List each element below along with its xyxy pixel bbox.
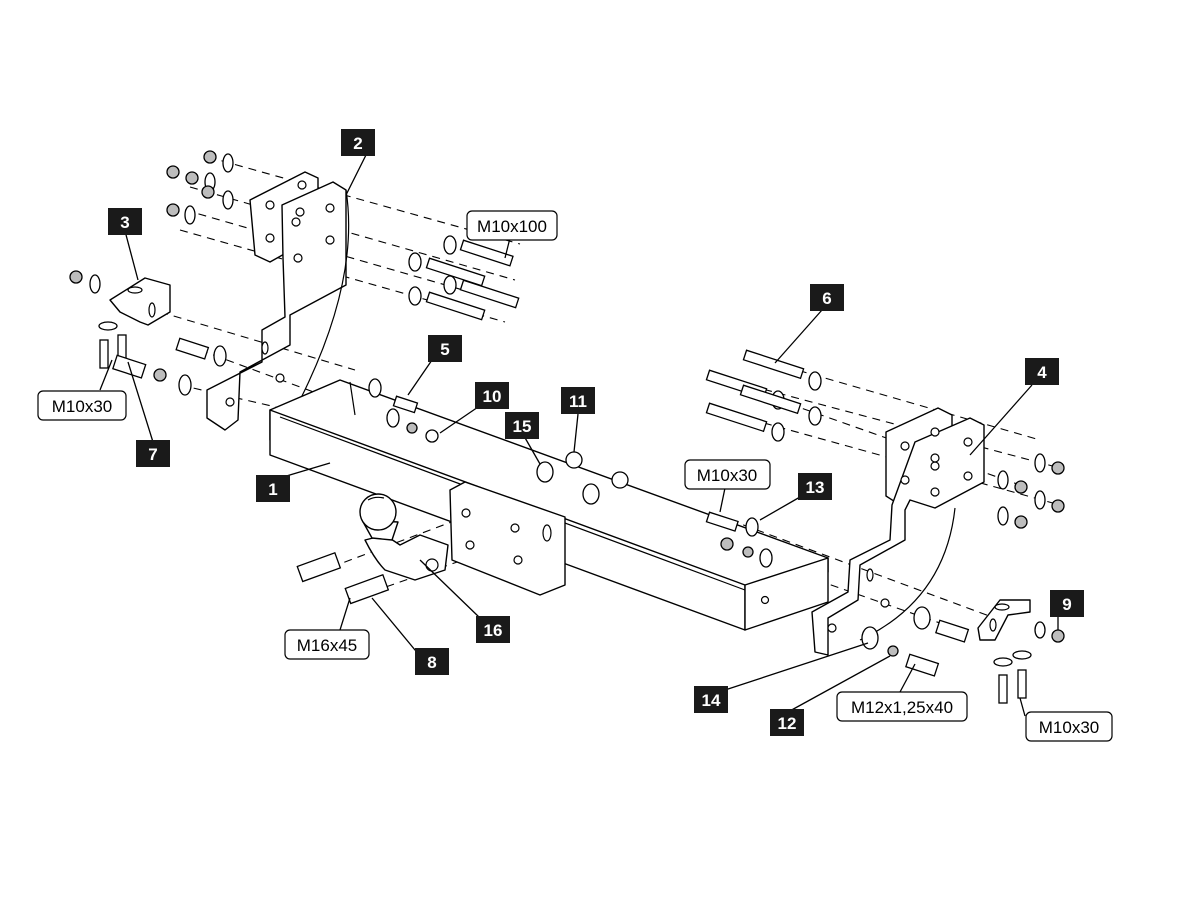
part-label-16: 16 <box>476 616 510 643</box>
left-small-bracket <box>109 277 171 326</box>
svg-text:1: 1 <box>268 480 277 499</box>
right-small-bracket <box>977 599 1031 641</box>
part-label-9: 9 <box>1050 590 1084 617</box>
spec-callout-m12x125x40: M12x1,25x40 <box>836 691 968 722</box>
spec-callout-m10x30-left: M10x30 <box>37 390 127 421</box>
svg-text:16: 16 <box>484 621 503 640</box>
left-side-bracket <box>206 171 350 431</box>
svg-text:13: 13 <box>806 478 825 497</box>
part-label-3: 3 <box>108 208 142 235</box>
svg-text:15: 15 <box>513 417 532 436</box>
spec-callout-m10x30-right: M10x30 <box>1025 711 1113 742</box>
part-label-4: 4 <box>1025 358 1059 385</box>
tow-ball <box>359 493 449 581</box>
part-label-6: 6 <box>810 284 844 311</box>
svg-text:7: 7 <box>148 445 157 464</box>
svg-text:M10x100: M10x100 <box>477 217 547 236</box>
svg-text:5: 5 <box>440 340 449 359</box>
spec-callout-m16x45: M16x45 <box>284 629 370 660</box>
part-label-7: 7 <box>136 440 170 467</box>
leader-lines <box>99 154 1059 717</box>
right-side-bracket <box>811 407 985 656</box>
part-label-15: 15 <box>505 412 539 439</box>
part-label-2: 2 <box>341 129 375 156</box>
svg-text:3: 3 <box>120 213 129 232</box>
hardware <box>69 150 1065 704</box>
part-label-10: 10 <box>475 382 509 409</box>
part-label-13: 13 <box>798 473 832 500</box>
svg-text:6: 6 <box>822 289 831 308</box>
part-label-14: 14 <box>694 686 728 713</box>
part-label-11: 11 <box>561 387 595 414</box>
svg-text:8: 8 <box>427 653 436 672</box>
part-label-8: 8 <box>415 648 449 675</box>
spec-callout-m10x100: M10x100 <box>466 210 558 241</box>
svg-text:4: 4 <box>1037 363 1047 382</box>
svg-text:M10x30: M10x30 <box>1039 718 1099 737</box>
svg-text:M16x45: M16x45 <box>297 636 357 655</box>
svg-text:2: 2 <box>353 134 362 153</box>
svg-text:11: 11 <box>569 392 587 411</box>
svg-text:M10x30: M10x30 <box>697 466 757 485</box>
spec-callout-m10x30-center: M10x30 <box>684 459 771 490</box>
svg-text:10: 10 <box>483 387 502 406</box>
part-label-1: 1 <box>256 475 290 502</box>
part-label-12: 12 <box>770 709 804 736</box>
svg-text:M12x1,25x40: M12x1,25x40 <box>851 698 953 717</box>
svg-text:9: 9 <box>1062 595 1071 614</box>
svg-text:14: 14 <box>702 691 721 710</box>
cross-beam <box>269 379 829 631</box>
svg-text:12: 12 <box>778 714 797 733</box>
part-label-5: 5 <box>428 335 462 362</box>
svg-text:M10x30: M10x30 <box>52 397 112 416</box>
